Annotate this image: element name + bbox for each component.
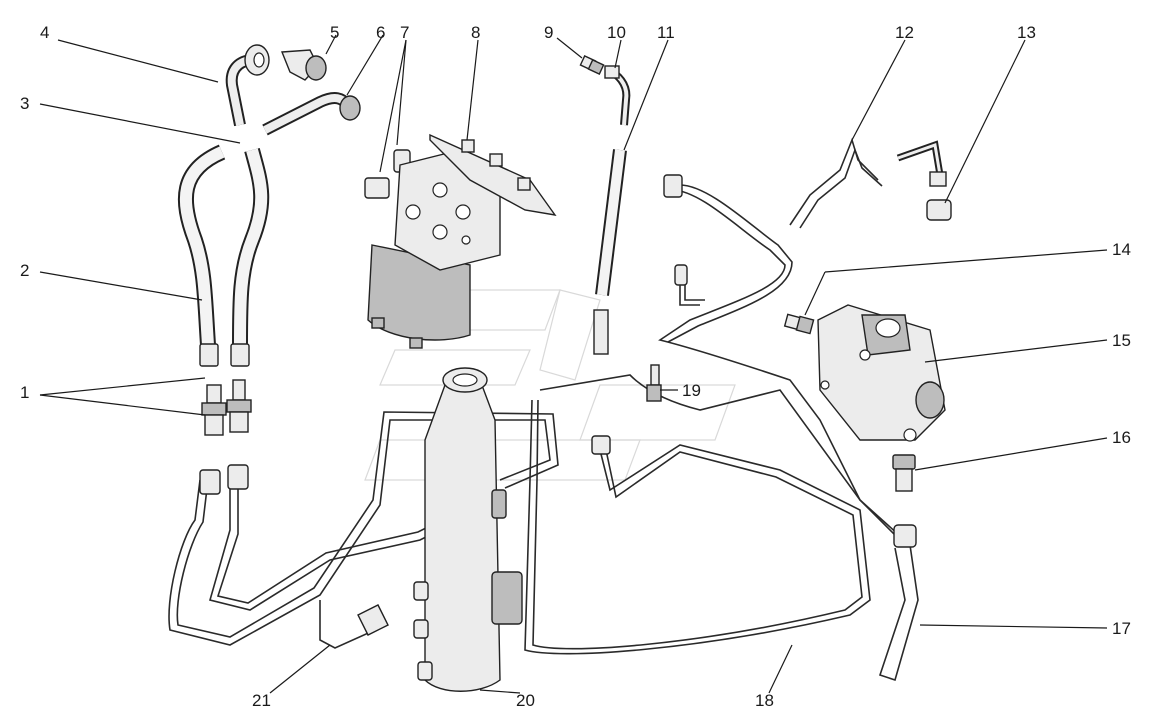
elbow-fitting-5 [280,49,327,81]
callout-17: 17 [1112,619,1131,638]
callout-14: 14 [1112,240,1131,259]
elbow-fitting-4 [225,44,270,127]
callout-7: 7 [400,23,409,42]
fitting-9 [579,55,605,75]
callout-12: 12 [895,23,914,42]
callout-5: 5 [330,23,339,42]
fitting-16 [892,454,916,492]
callout-18: 18 [755,691,774,710]
tube-17 [539,374,919,682]
callout-19: 19 [682,381,701,400]
valve-block-15 [817,304,946,442]
callout-20: 20 [516,691,535,710]
tube-12 [658,137,906,546]
fittings-1 [201,379,252,436]
callout-1: 1 [20,383,29,402]
callout-4: 4 [40,23,49,42]
callout-10: 10 [607,23,626,42]
fitting-19 [646,364,662,402]
callout-16: 16 [1112,428,1131,447]
leader-lines [39,34,1108,694]
manifold-20 [413,367,523,692]
callout-2: 2 [20,261,29,280]
callout-11: 11 [657,23,675,42]
callout-21: 21 [252,691,271,710]
tube-18 [524,399,871,655]
fitting-14 [783,313,815,335]
hose-2 [177,144,226,367]
callout-13: 13 [1017,23,1036,42]
elbow-fitting-6 [262,92,361,136]
tube-21 [168,411,559,649]
hose-3 [230,147,270,367]
hose-11 [593,149,627,355]
tube-13 [896,140,952,221]
adapters-7 [364,149,411,199]
callout-labels: 1 2 3 4 5 6 7 8 9 10 11 12 13 14 15 16 1… [20,23,1131,710]
callout-15: 15 [1112,331,1131,350]
callout-9: 9 [544,23,553,42]
callout-3: 3 [20,94,29,113]
steering-unit-8 [367,133,557,349]
fitting-10 [604,65,631,126]
callout-8: 8 [471,23,480,42]
callout-6: 6 [376,23,385,42]
